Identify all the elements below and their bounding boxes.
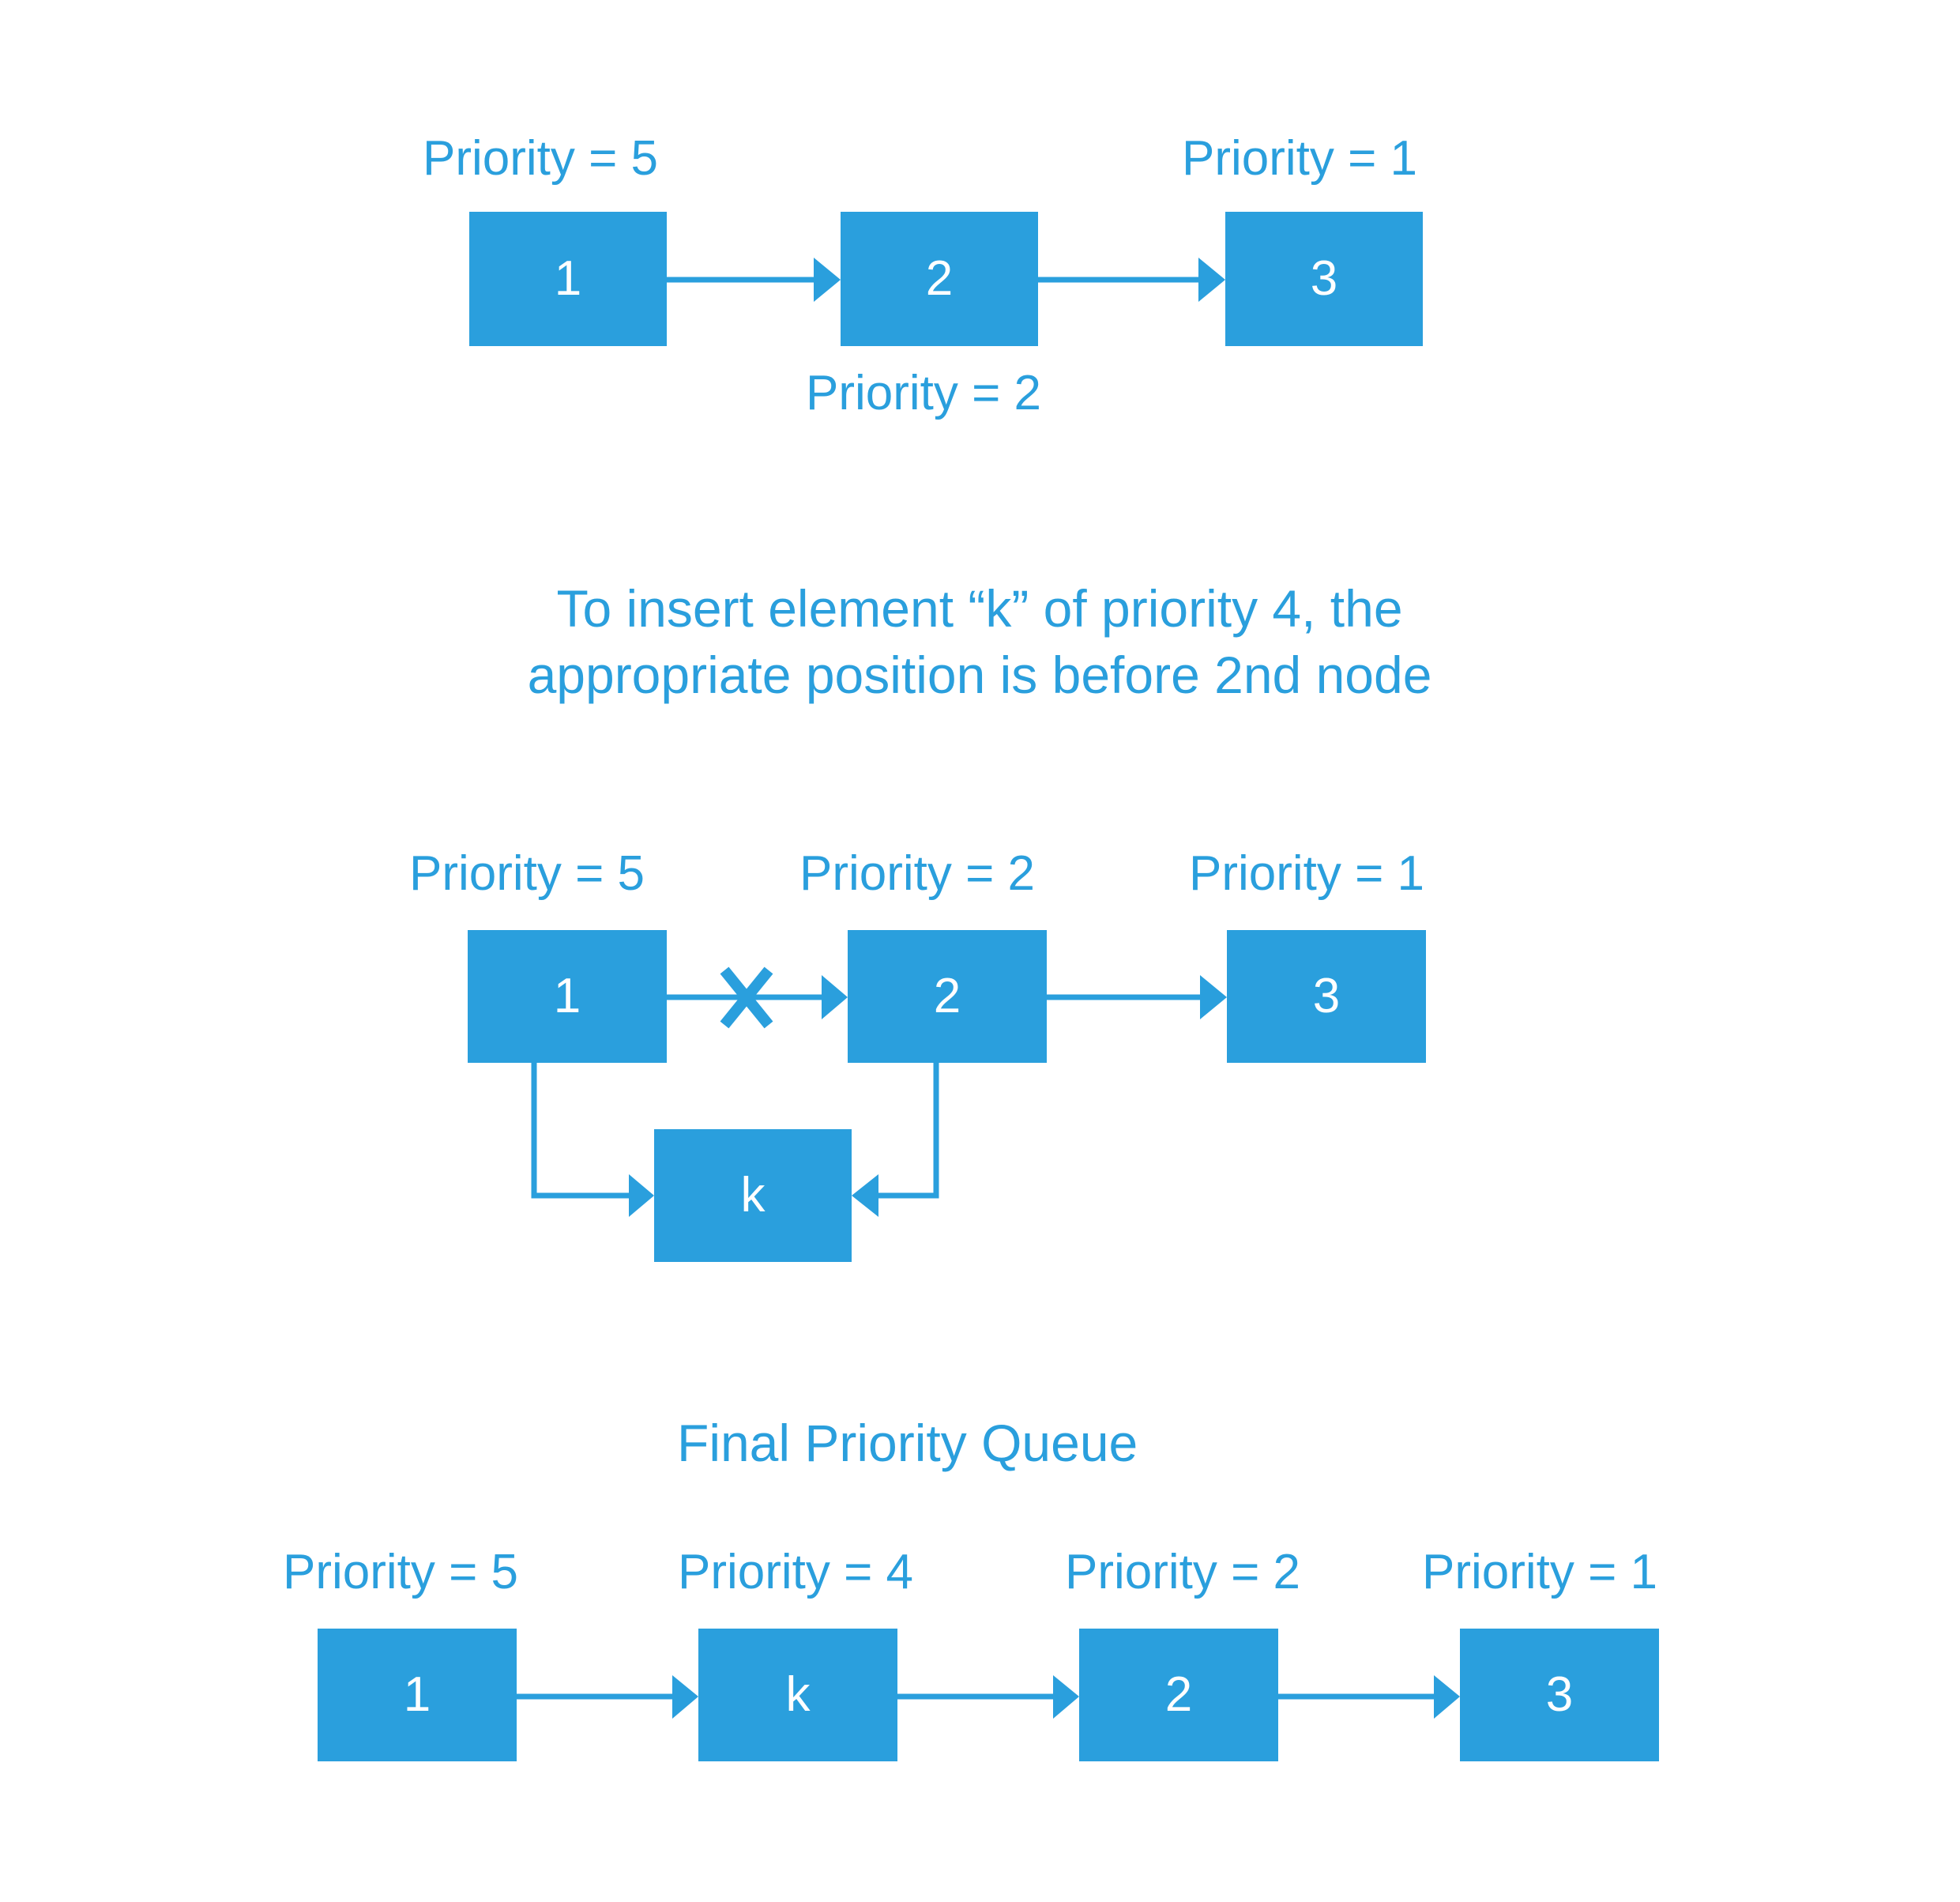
node-value-s2-2: 2 <box>933 969 961 1023</box>
node-box-s1-1[interactable]: 1 <box>469 212 667 346</box>
node-box-s3-3[interactable]: 3 <box>1460 1629 1659 1761</box>
break-marker-x-icon <box>720 966 773 1029</box>
priority-label-s2-node1: Priority = 5 <box>409 846 645 901</box>
node-box-s1-2[interactable]: 2 <box>841 212 1038 346</box>
node-box-s2-1[interactable]: 1 <box>468 930 667 1063</box>
priority-label-s3-node4: Priority = 1 <box>1422 1545 1658 1599</box>
arrow-s2-2-to-3 <box>1047 975 1227 1019</box>
priority-label-s2-node3: Priority = 1 <box>1189 846 1425 901</box>
arrow-s3-2-to-3 <box>1278 1675 1460 1719</box>
priority-label-s3-node2: Priority = 4 <box>678 1545 914 1599</box>
priority-label-s1-node1: Priority = 5 <box>423 131 659 186</box>
node-value-s3-3: 3 <box>1545 1667 1574 1722</box>
node-box-s2-k[interactable]: k <box>654 1129 852 1262</box>
node-value-s1-2: 2 <box>925 251 954 306</box>
node-value-s2-k: k <box>740 1168 766 1222</box>
node-value-s1-1: 1 <box>554 251 582 306</box>
arrow-s3-k-to-2 <box>897 1675 1079 1719</box>
node-value-s2-1: 1 <box>553 969 581 1023</box>
node-box-s3-k[interactable]: k <box>698 1629 897 1761</box>
arrow-s2-2-to-k <box>852 1063 939 1217</box>
priority-label-s3-node3: Priority = 2 <box>1065 1545 1301 1599</box>
node-value-s2-3: 3 <box>1312 969 1341 1023</box>
insertion-caption: To insert element “k” of priority 4, the… <box>527 579 1432 705</box>
node-value-s1-3: 3 <box>1310 251 1338 306</box>
arrow-s3-1-to-k <box>517 1675 698 1719</box>
priority-label-s2-node2: Priority = 2 <box>799 846 1036 901</box>
final-queue-title: Final Priority Queue <box>677 1414 1138 1472</box>
node-box-s1-3[interactable]: 3 <box>1225 212 1423 346</box>
node-box-s3-1[interactable]: 1 <box>318 1629 517 1761</box>
node-box-s2-3[interactable]: 3 <box>1227 930 1426 1063</box>
arrow-s1-2-to-3 <box>1038 258 1225 302</box>
arrow-s1-1-to-2 <box>667 258 841 302</box>
node-value-s3-1: 1 <box>403 1667 431 1722</box>
priority-label-s3-node1: Priority = 5 <box>283 1545 519 1599</box>
node-value-s3-k: k <box>785 1667 811 1722</box>
arrow-s2-1-to-2-broken <box>667 975 848 1019</box>
node-box-s3-2[interactable]: 2 <box>1079 1629 1278 1761</box>
node-box-s2-2[interactable]: 2 <box>848 930 1047 1063</box>
node-value-s3-2: 2 <box>1164 1667 1193 1722</box>
priority-label-s1-node2: Priority = 2 <box>806 366 1042 420</box>
arrow-s2-1-to-k <box>531 1063 654 1217</box>
priority-label-s1-node3: Priority = 1 <box>1182 131 1418 186</box>
